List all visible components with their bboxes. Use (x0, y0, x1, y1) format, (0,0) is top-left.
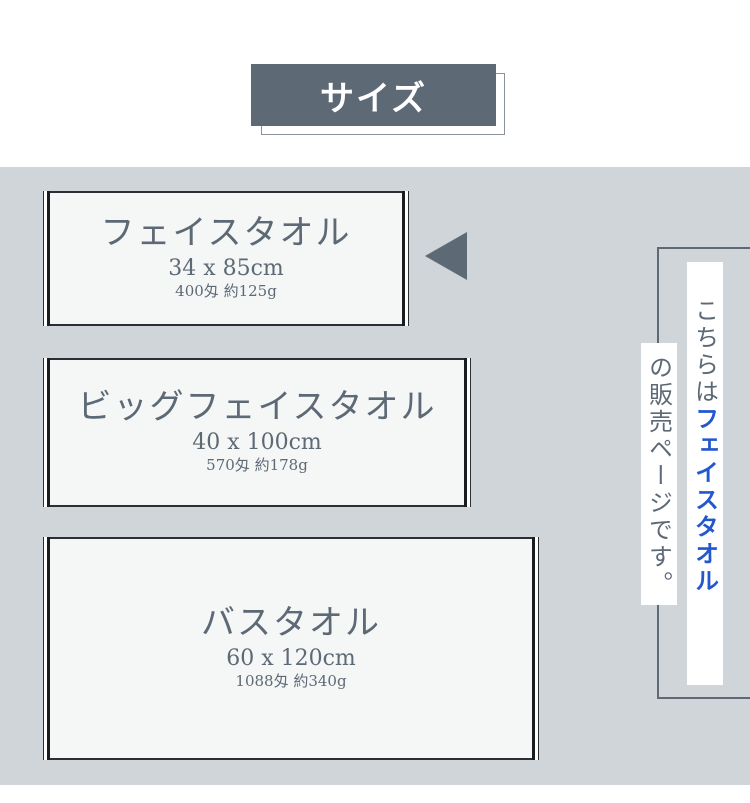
section-title: サイズ (251, 64, 496, 126)
towel-name: バスタオル (201, 603, 381, 644)
triangle-left-icon (425, 232, 467, 280)
section-header: サイズ (0, 0, 750, 167)
towel-weight: 1088匁 約340g (235, 672, 347, 691)
towel-size: 60 x 120cm (226, 645, 356, 671)
notice-line-2: の販売ページです。 (641, 343, 677, 605)
towel-weight: 400匁 約125g (175, 282, 277, 301)
towel-size: 34 x 85cm (168, 255, 284, 281)
towel-name: フェイスタオル (100, 213, 352, 254)
towel-card-face-towel: フェイスタオル 34 x 85cm 400匁 約125g (43, 191, 409, 326)
notice-highlight: フェイスタオル (690, 406, 720, 595)
towel-size: 40 x 100cm (192, 429, 322, 455)
towel-weight: 570匁 約178g (206, 456, 308, 475)
towel-name: ビッグフェイスタオル (77, 387, 437, 428)
notice-suffix: の販売ページです。 (644, 355, 673, 598)
notice-line-1: こちらはフェイスタオル (687, 262, 723, 685)
towel-card-big-face-towel: ビッグフェイスタオル 40 x 100cm 570匁 約178g (43, 358, 471, 507)
towel-card-bath-towel: バスタオル 60 x 120cm 1088匁 約340g (43, 537, 539, 760)
notice-prefix: こちらは (690, 298, 719, 406)
